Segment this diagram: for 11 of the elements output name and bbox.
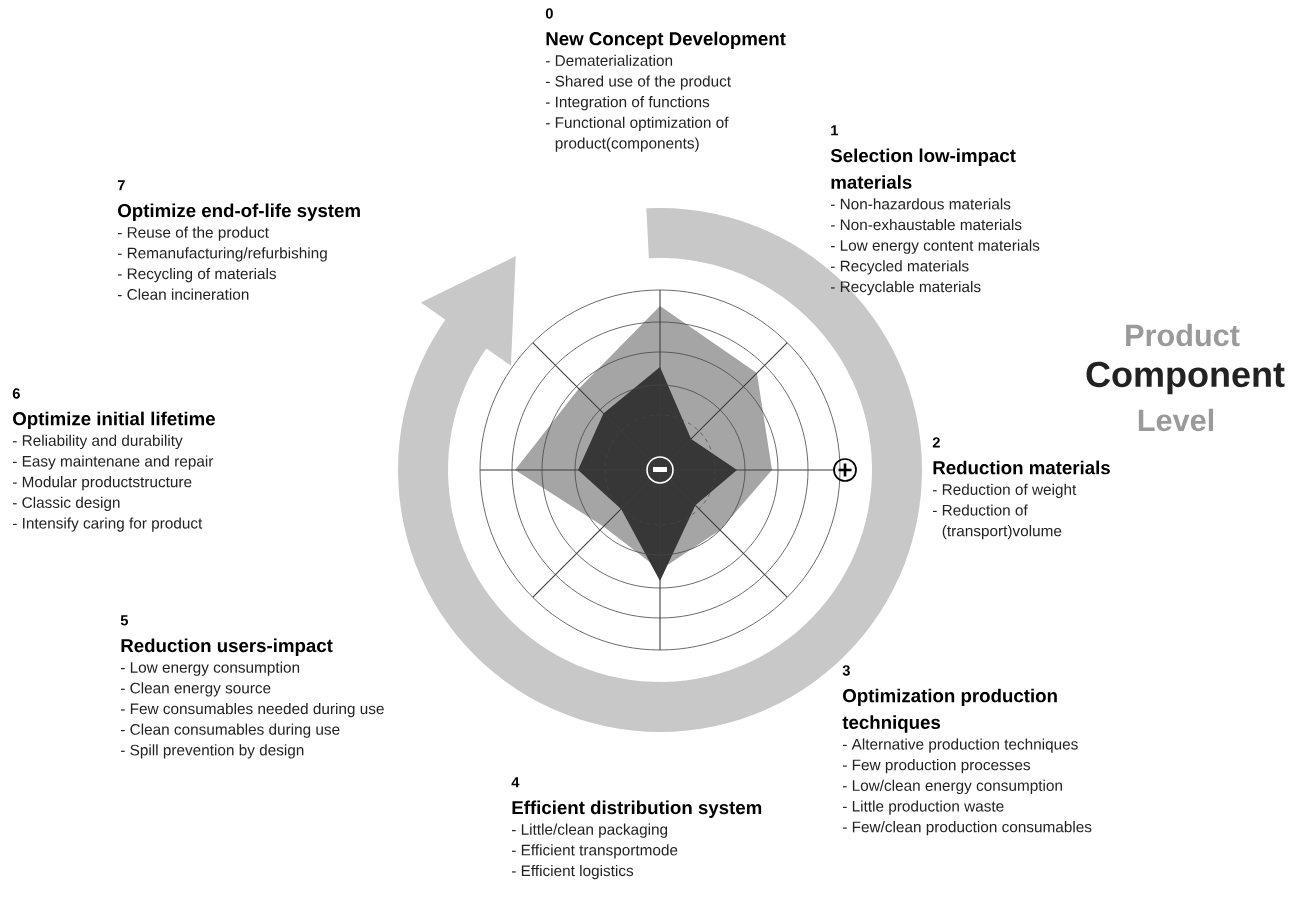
strategy-text: 2 Reduction materials - Reduction of weight - Reduction of (transport)volume bbox=[932, 437, 1110, 540]
strategy-text: 5 Reduction users-impact - Low energy consumption - Clean energy source - Few consumables needed during use - Clean consumables during use - Spill prevention by design bbox=[120, 615, 384, 759]
level-label: Level bbox=[1138, 408, 1214, 432]
strategy-text: 1 Selection low-impact materials - Non-hazardous materials - Non-exhaustable materials - Low energy content materials - Recycled materials - Recyclable materials bbox=[830, 125, 1040, 296]
strategy-text: 7 Optimize end-of-life system - Reuse of the product - Remanufacturing/refurbishing - Recycling of materials - Clean incineration bbox=[117, 180, 360, 300]
strategy-text: 3 Optimization production techniques - Alternative production techniques - Few production processes - Low/clean energy consumption - Little production waste - Few/clean production consumables bbox=[842, 665, 1092, 836]
strategy-text: 0 New Concept Development - Dematerialization - Shared use of the product - Integration of functions - Functional optimization of product(components) bbox=[545, 8, 786, 152]
strategy-text: 4 Efficient distribution system - Little/clean packaging - Efficient transportmode - Efficient logistics bbox=[511, 777, 762, 880]
strategy-text: 6 Optimize initial lifetime - Reliability and durability - Easy maintenane and repair - Modular productstructure - Classic design - Intensify caring for product bbox=[12, 388, 215, 532]
level-label: Product bbox=[1126, 323, 1240, 347]
level-label: Component bbox=[1086, 361, 1285, 395]
